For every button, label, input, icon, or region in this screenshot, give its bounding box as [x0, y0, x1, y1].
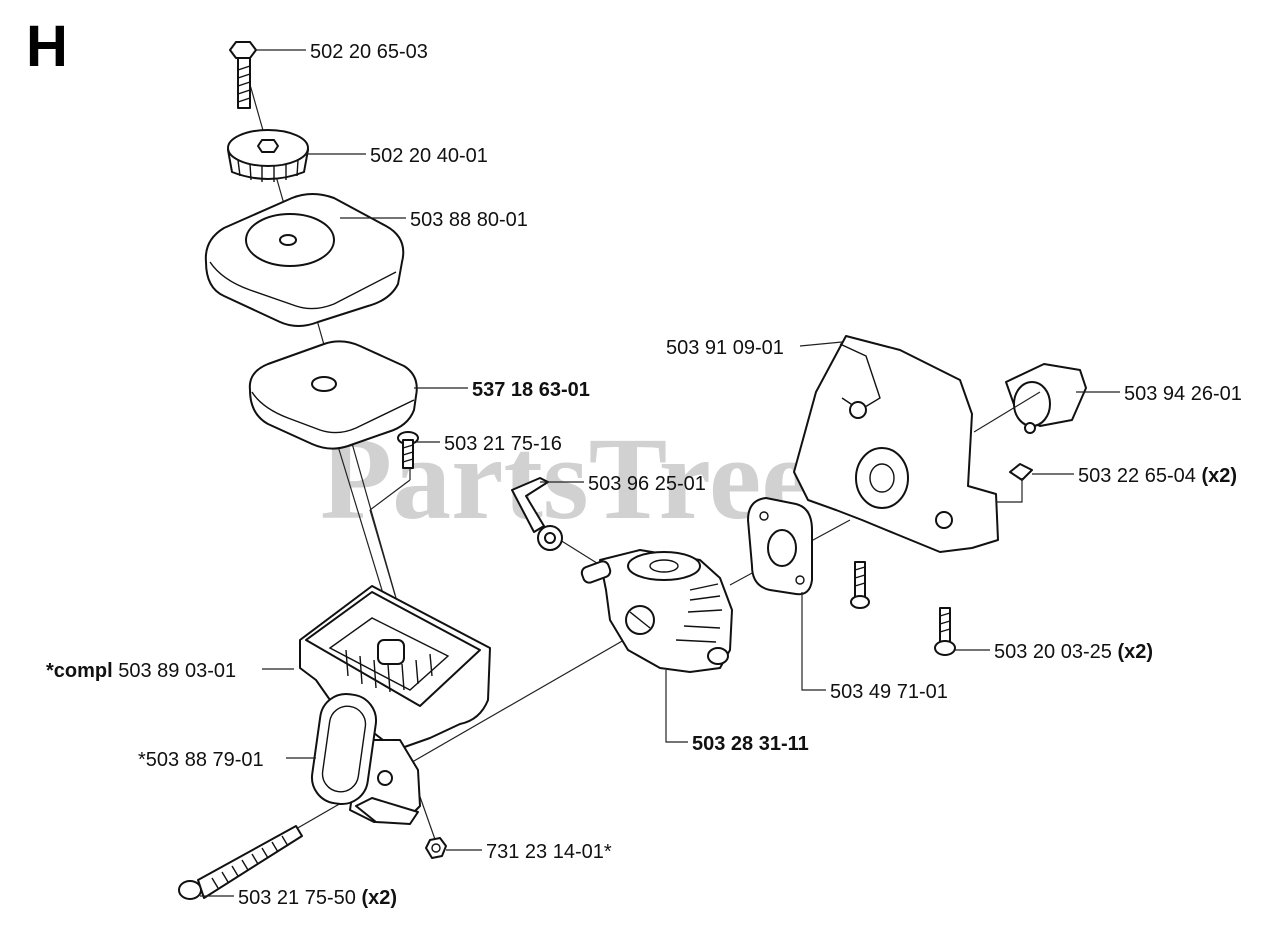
label-503-20-03-25-qty: (x2)	[1117, 641, 1153, 663]
label-502-20-40-01: 502 20 40-01	[370, 145, 488, 167]
choke-button-part[interactable]	[309, 691, 421, 825]
label-503-22-65-04-qty: (x2)	[1201, 465, 1237, 487]
label-503-88-79-01: *503 88 79-01	[138, 749, 264, 771]
label-503-28-31-11: 503 28 31-11	[692, 733, 809, 755]
label-503-96-25-01: 503 96 25-01	[588, 473, 706, 495]
label-503-20-03-25-line: 503 20 03-25 (x2)	[994, 641, 1153, 663]
filter-cover-part[interactable]	[204, 193, 405, 327]
label-502-20-65-03: 502 20 65-03	[310, 41, 428, 63]
knob-part[interactable]	[227, 129, 309, 182]
label-503-89-03-01-line: *compl 503 89 03-01	[46, 660, 236, 682]
label-503-49-71-01: 503 49 71-01	[830, 681, 948, 703]
label-537-18-63-01: 537 18 63-01	[472, 379, 590, 401]
screw-bracket-part[interactable]	[850, 561, 956, 656]
label-503-21-75-50: 503 21 75-50	[238, 887, 356, 909]
label-503-89-03-01-prefix: *compl	[46, 660, 113, 682]
label-503-89-03-01: 503 89 03-01	[118, 660, 236, 682]
label-503-22-65-04-line: 503 22 65-04 (x2)	[1078, 465, 1237, 487]
long-bolt-part[interactable]	[178, 825, 303, 900]
label-503-94-26-01: 503 94 26-01	[1124, 383, 1242, 405]
gasket-part[interactable]	[747, 497, 813, 596]
part-labels: 502 20 65-03 502 20 40-01 503 88 80-01 5…	[46, 41, 1242, 909]
screw-small-part[interactable]	[397, 431, 419, 469]
intake-bracket-part[interactable]	[793, 335, 999, 553]
carburetor-part[interactable]	[580, 549, 733, 673]
label-503-22-65-04: 503 22 65-04	[1078, 465, 1196, 487]
link-part[interactable]	[511, 477, 563, 551]
label-503-88-80-01: 503 88 80-01	[410, 209, 528, 231]
section-letter: H	[26, 14, 68, 79]
label-731-23-14-01: 731 23 14-01*	[486, 841, 612, 863]
leader-lines	[200, 49, 1120, 897]
clip-part[interactable]	[1009, 463, 1033, 481]
label-503-21-75-50-qty: (x2)	[361, 887, 397, 909]
watermark-text: PartsTree	[320, 413, 814, 544]
label-503-91-09-01: 503 91 09-01	[666, 337, 784, 359]
bolt-top-part[interactable]	[229, 41, 257, 109]
nut-part[interactable]	[425, 837, 447, 859]
air-filter-part[interactable]	[248, 340, 418, 450]
label-503-21-75-50-line: 503 21 75-50 (x2)	[238, 887, 397, 909]
label-503-20-03-25: 503 20 03-25	[994, 641, 1112, 663]
label-503-21-75-16: 503 21 75-16	[444, 433, 562, 455]
boot-part[interactable]	[1005, 363, 1087, 434]
